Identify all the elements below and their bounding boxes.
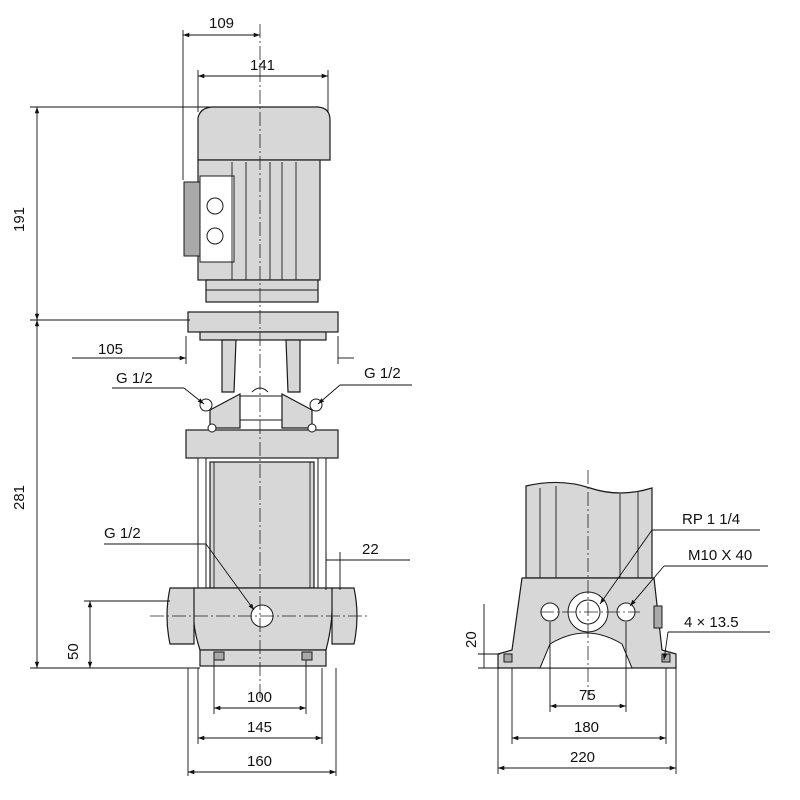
label-g-right: G 1/2: [364, 365, 401, 382]
label-holes: 4 × 13.5: [684, 614, 739, 631]
dimension-220: 220: [497, 668, 677, 774]
label-g-left: G 1/2: [116, 370, 153, 387]
motor-stool: [187, 311, 339, 429]
dimension-191: 191: [11, 106, 210, 321]
pump-head: [185, 429, 339, 459]
dimension-22: 22: [325, 541, 410, 590]
base-casing: [166, 587, 358, 667]
dim-label-141: 141: [250, 57, 275, 74]
dimension-180: 180: [511, 668, 667, 744]
dim-label-105: 105: [98, 341, 123, 358]
dim-label-220: 220: [570, 749, 595, 766]
base-view-sleeve: [525, 481, 653, 579]
pump-sleeve: [197, 457, 327, 589]
bolt-head: [307, 423, 317, 433]
dim-label-20: 20: [463, 631, 480, 648]
label-bolt: M10 X 40: [688, 547, 752, 564]
callout-g-left: G 1/2: [112, 370, 205, 405]
motor: [183, 106, 331, 303]
dim-label-191: 191: [11, 207, 28, 232]
label-rp: RP 1 1/4: [682, 511, 740, 528]
dim-label-281: 281: [11, 485, 28, 510]
dimension-145: 145: [197, 668, 323, 744]
dimension-50: 50: [65, 600, 200, 669]
dim-label-145: 145: [247, 719, 272, 736]
dim-label-50: 50: [65, 643, 82, 660]
dim-label-22: 22: [362, 541, 379, 558]
callout-g-drain: G 1/2: [104, 525, 255, 611]
dim-label-180: 180: [574, 719, 599, 736]
callout-bolt: M10 X 40: [629, 547, 768, 607]
callout-g-right: G 1/2: [317, 365, 412, 405]
dimension-20: 20: [463, 604, 500, 669]
dim-label-160: 160: [247, 753, 272, 770]
dimension-105: 105: [72, 336, 354, 364]
front-view: 109 141 191 281 105: [11, 15, 412, 776]
base-view: RP 1 1/4 M10 X 40 4 × 13.5 20 75: [463, 470, 770, 774]
dimension-141: 141: [197, 57, 329, 112]
dim-label-109: 109: [209, 15, 234, 32]
dimension-109: 109: [182, 15, 260, 180]
callout-holes: 4 × 13.5: [662, 614, 770, 661]
dimension-75: 75: [549, 622, 627, 712]
base-view-foot: [497, 577, 677, 669]
dim-label-75: 75: [579, 687, 596, 704]
dimension-160: 160: [187, 668, 337, 776]
bolt-head: [207, 423, 217, 433]
dimension-100: 100: [213, 660, 307, 714]
dim-label-100: 100: [247, 689, 272, 706]
label-g-drain: G 1/2: [104, 525, 141, 542]
callout-rp: RP 1 1/4: [599, 511, 760, 605]
